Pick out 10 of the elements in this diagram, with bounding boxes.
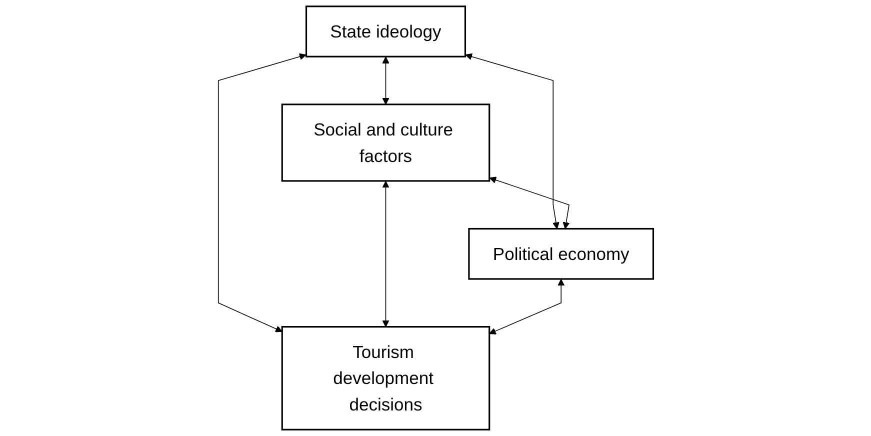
node-box: Tourism development decisions (281, 326, 490, 430)
arrow (489, 176, 570, 230)
arrow (464, 53, 560, 230)
arrow (488, 278, 564, 334)
arrow (382, 180, 389, 328)
arrow (382, 56, 389, 105)
node-box: State ideology (305, 6, 466, 58)
node-box: Political economy (468, 228, 654, 280)
node-box: Social and culture factors (281, 104, 490, 182)
arrow (218, 53, 306, 332)
